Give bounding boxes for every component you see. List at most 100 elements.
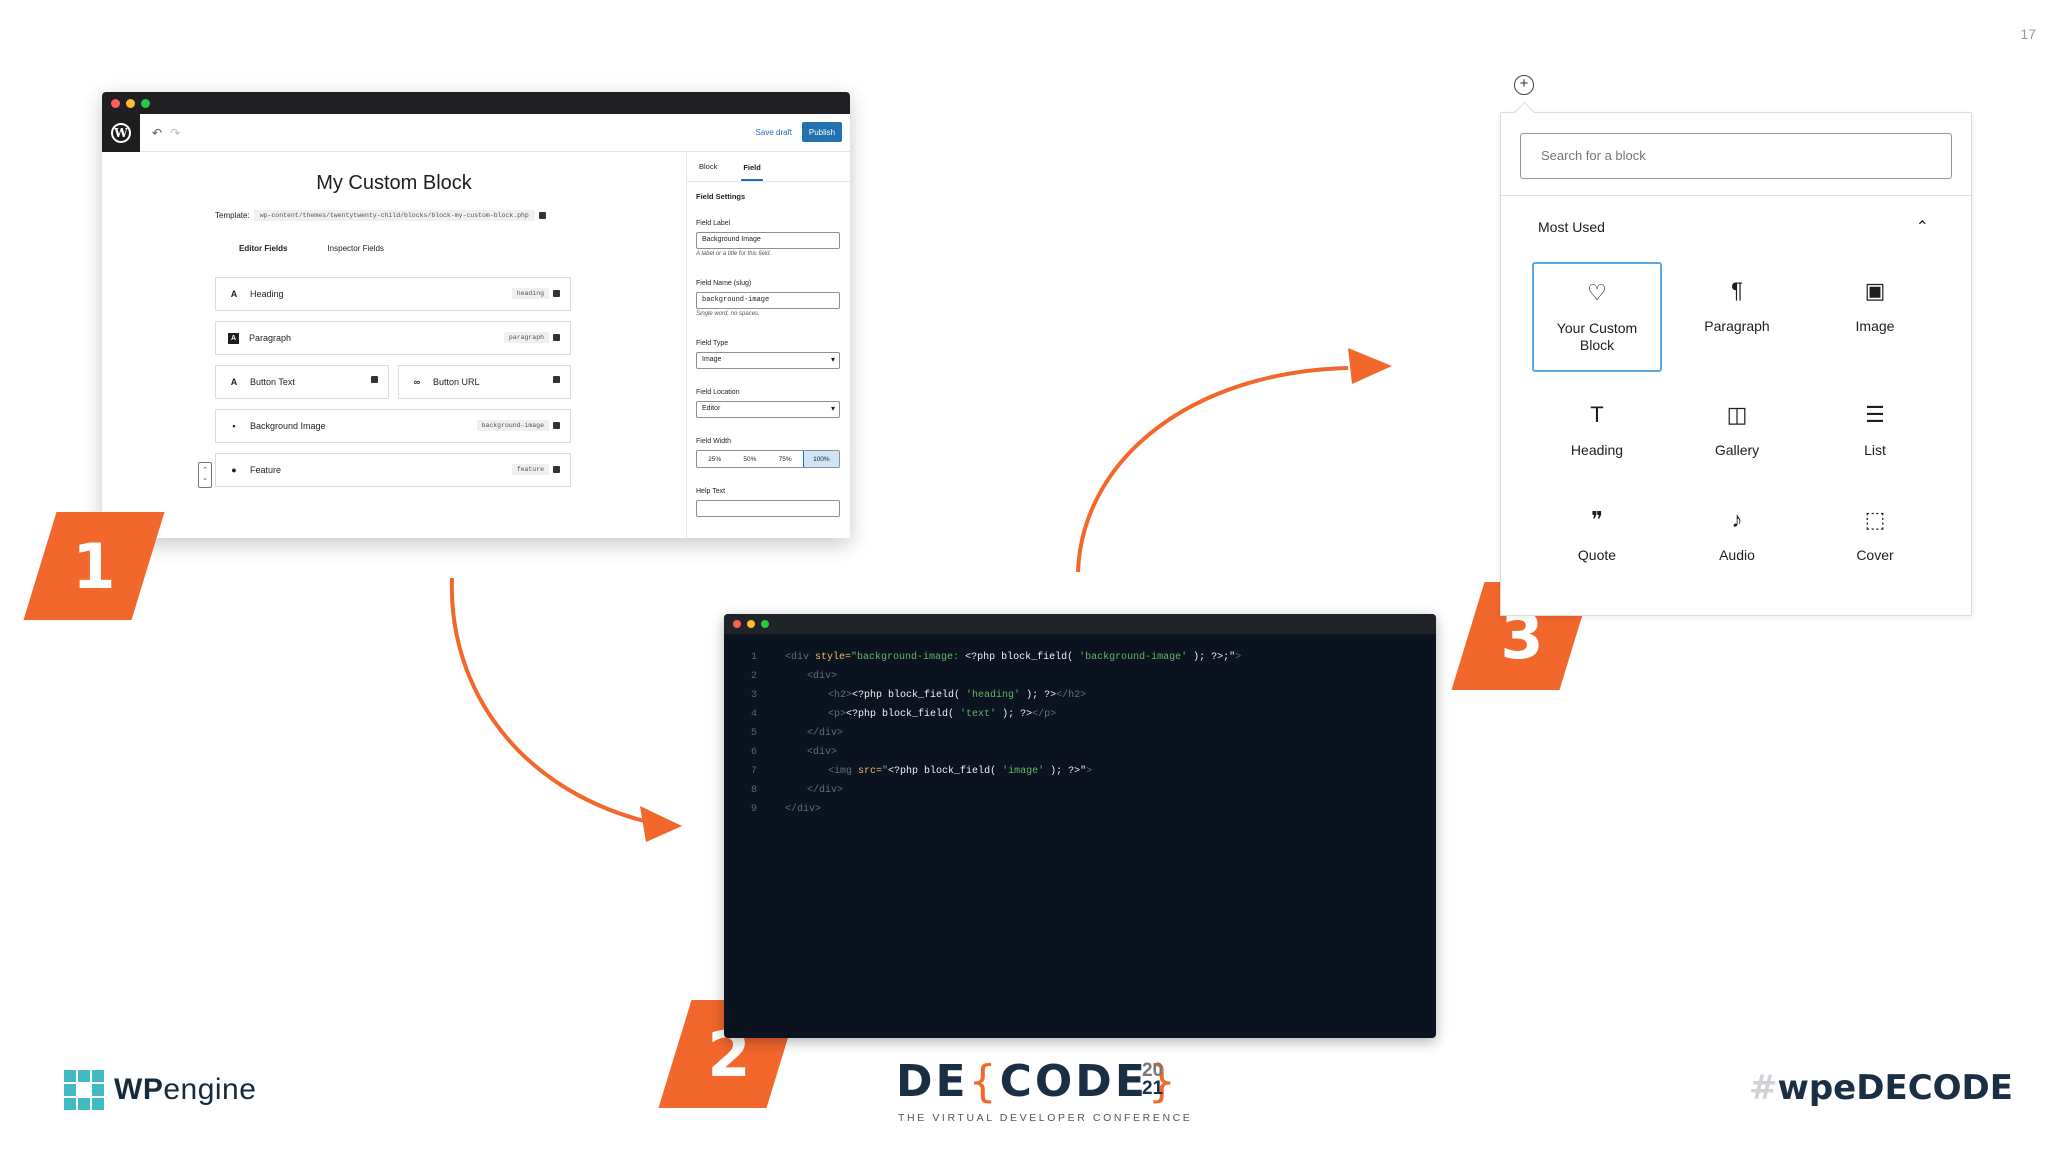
link-icon: ∞ xyxy=(413,377,421,387)
block-item-label: Your Custom Block xyxy=(1556,320,1638,353)
tab-inspector-fields[interactable]: Inspector Fields xyxy=(327,244,384,253)
block-item-label: Paragraph xyxy=(1704,318,1770,334)
copy-icon[interactable] xyxy=(553,290,560,297)
field-row-feature[interactable]: ● Feature feature xyxy=(215,453,571,487)
code-window: 1 <div style="background-image: <?php bl… xyxy=(724,614,1436,1038)
width-option[interactable]: 75% xyxy=(778,455,792,463)
panel-heading: Field Settings xyxy=(696,192,746,201)
chevron-up-icon[interactable]: ⌃ xyxy=(1915,219,1929,236)
block-item-label: List xyxy=(1864,442,1886,458)
field-label: Heading xyxy=(250,289,284,299)
wpengine-logo: WPengine xyxy=(64,1070,256,1110)
undo-icon[interactable]: ↶ xyxy=(152,125,163,140)
editor-toolbar: W ↶ ↷ Save draft Publish xyxy=(102,113,850,152)
maximize-window-button[interactable] xyxy=(141,98,150,108)
code-editor[interactable]: 1 <div style="background-image: <?php bl… xyxy=(724,648,1436,819)
image-icon: ▣ xyxy=(1864,278,1886,303)
field-type-label: Field Type xyxy=(696,340,729,347)
redo-icon[interactable]: ↷ xyxy=(170,125,181,140)
line-number: 2 xyxy=(750,671,757,682)
block-item-heading[interactable]: T Heading xyxy=(1532,386,1662,496)
field-slug: background-image xyxy=(476,420,549,431)
code-line: 7 <img src="<?php block_field( 'image' )… xyxy=(724,762,1436,781)
copy-icon[interactable] xyxy=(553,422,560,429)
block-search-input[interactable]: Search for a block xyxy=(1520,133,1952,179)
help-text-input[interactable] xyxy=(696,500,840,517)
text-field-icon: A xyxy=(230,377,238,387)
heading-icon: T xyxy=(1590,402,1604,427)
line-number: 7 xyxy=(750,766,757,777)
copy-icon[interactable] xyxy=(553,376,560,383)
template-row: Template: wp-content/themes/twentytwenty… xyxy=(215,210,546,221)
save-draft-button[interactable]: Save draft xyxy=(755,128,792,137)
close-window-button[interactable] xyxy=(111,98,120,108)
field-label-input[interactable]: Background Image xyxy=(696,232,840,249)
arrow-head xyxy=(1348,348,1392,384)
field-width-group: 25% 50% 75% 100% xyxy=(696,450,840,468)
help-text-label: Help Text xyxy=(696,488,726,495)
field-slug: feature xyxy=(511,464,549,475)
field-label: Button URL xyxy=(433,377,480,387)
template-label: Template: xyxy=(215,211,250,220)
field-label: Paragraph xyxy=(249,333,292,343)
block-item-audio[interactable]: ♪ Audio xyxy=(1672,491,1802,601)
block-title[interactable]: My Custom Block xyxy=(316,172,472,194)
copy-icon[interactable] xyxy=(538,212,546,219)
field-name-help: Single word, no spaces. xyxy=(696,311,760,317)
text-field-icon: A xyxy=(230,289,238,299)
line-number: 8 xyxy=(750,785,757,796)
tab-editor-fields[interactable]: Editor Fields xyxy=(239,244,288,253)
field-location-label: Field Location xyxy=(696,389,740,396)
width-option-selected[interactable]: 100% xyxy=(802,451,839,467)
field-row-button-url[interactable]: ∞ Button URL xyxy=(398,365,571,399)
minimize-window-button[interactable] xyxy=(126,98,135,108)
field-row-heading[interactable]: A Heading heading xyxy=(215,277,571,311)
window-titlebar xyxy=(102,92,850,114)
close-window-button[interactable] xyxy=(733,620,741,628)
publish-button[interactable]: Publish xyxy=(802,122,842,142)
field-row-background-image[interactable]: ▪ Background Image background-image xyxy=(215,409,571,443)
code-line: 8 </div> xyxy=(724,781,1436,800)
move-up-icon[interactable]: ⌃ xyxy=(202,467,208,474)
paragraph-icon: ¶ xyxy=(1731,278,1743,303)
width-option[interactable]: 25% xyxy=(708,455,722,463)
code-line: 5 </div> xyxy=(724,724,1436,743)
block-item-gallery[interactable]: ◫ Gallery xyxy=(1672,386,1802,496)
block-mover[interactable]: ⌃ ⌄ xyxy=(198,462,212,488)
minimize-window-button[interactable] xyxy=(747,620,755,628)
field-tabs: Editor Fields Inspector Fields xyxy=(239,244,384,253)
field-location-select[interactable]: Editor xyxy=(696,401,840,418)
block-item-label: Gallery xyxy=(1714,442,1760,458)
block-item-image[interactable]: ▣ Image xyxy=(1810,262,1940,372)
field-name-input[interactable]: background-image xyxy=(696,292,840,309)
block-item-paragraph[interactable]: ¶ Paragraph xyxy=(1672,262,1802,372)
tab-field[interactable]: Field xyxy=(741,153,763,181)
block-item-your-custom-block[interactable]: ♡ Your Custom Block xyxy=(1532,262,1662,372)
field-label-help: A label or a title for this field. xyxy=(696,251,772,257)
field-label: Feature xyxy=(250,465,282,475)
copy-icon[interactable] xyxy=(553,466,560,473)
divider xyxy=(1501,195,1971,196)
tab-block[interactable]: Block xyxy=(699,162,718,171)
code-line: 9 </div> xyxy=(724,800,1436,819)
wordpress-logo-icon[interactable]: W xyxy=(102,113,140,152)
copy-icon[interactable] xyxy=(371,376,378,383)
block-item-cover[interactable]: ⬚ Cover xyxy=(1810,491,1940,601)
add-block-icon[interactable]: + xyxy=(1514,75,1534,95)
code-line: 2 <div> xyxy=(724,667,1436,686)
code-line: 3 <h2><?php block_field( 'heading' ); ?>… xyxy=(724,686,1436,705)
field-row-button-text[interactable]: A Button Text xyxy=(215,365,389,399)
maximize-window-button[interactable] xyxy=(761,620,769,628)
field-row-paragraph[interactable]: A Paragraph paragraph xyxy=(215,321,571,355)
width-option[interactable]: 50% xyxy=(743,455,757,463)
block-item-quote[interactable]: ❞ Quote xyxy=(1532,491,1662,601)
heart-icon: ♡ xyxy=(1587,280,1607,305)
list-icon: ☰ xyxy=(1865,402,1885,427)
arrow-1-to-2 xyxy=(449,577,649,824)
move-down-icon[interactable]: ⌄ xyxy=(202,475,208,482)
arrow-2-to-3 xyxy=(1076,366,1349,573)
block-item-label: Heading xyxy=(1570,442,1624,458)
field-type-select[interactable]: Image xyxy=(696,352,840,369)
block-item-list[interactable]: ☰ List xyxy=(1810,386,1940,496)
copy-icon[interactable] xyxy=(553,334,560,341)
